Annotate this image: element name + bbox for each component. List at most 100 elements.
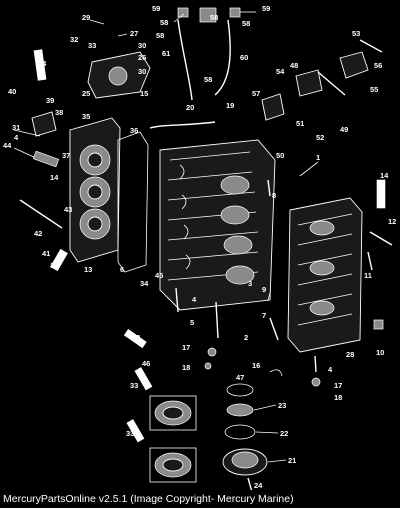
fitting-59-left[interactable]: [177, 7, 189, 18]
callout-57: 57: [252, 89, 260, 98]
clip-16[interactable]: [269, 369, 283, 377]
callout-34: 34: [140, 279, 149, 288]
clamp-58[interactable]: [199, 7, 217, 23]
callout-19: 19: [226, 101, 234, 110]
cylinder-block[interactable]: [159, 139, 276, 311]
callout-17-right: 17: [334, 381, 342, 390]
callout-20: 20: [186, 103, 194, 112]
callout-54: 54: [276, 67, 285, 76]
callout-40: 40: [8, 87, 16, 96]
sealant-33-b[interactable]: [126, 419, 145, 443]
o-ring-25[interactable]: [226, 383, 254, 397]
bolt-11[interactable]: [367, 251, 373, 271]
callout-58-b: 58: [210, 13, 218, 22]
exploded-parts-diagram: 29 27 32 33 30 26 30 25 14 40 39 38 31 4…: [3, 4, 396, 490]
callout-49: 49: [340, 125, 348, 134]
nut-17-right[interactable]: [311, 377, 321, 387]
callout-39: 39: [46, 96, 54, 105]
callout-55: 55: [370, 85, 378, 94]
crankcase-cover[interactable]: [287, 197, 363, 353]
callout-28: 28: [346, 350, 354, 359]
bolt-24[interactable]: [247, 477, 253, 490]
sensor-14-mid[interactable]: [32, 150, 60, 168]
callout-27: 27: [130, 29, 138, 38]
callout-60: 60: [240, 53, 248, 62]
callout-33-bottom: 33: [126, 429, 134, 438]
thermostat-housing[interactable]: [87, 51, 151, 99]
callout-26: 26: [138, 53, 146, 62]
seal-carrier-23[interactable]: [149, 395, 197, 431]
callout-4-right: 4: [328, 365, 333, 374]
callout-10: 10: [376, 348, 384, 357]
nut-17-left[interactable]: [207, 347, 217, 357]
callout-32: 32: [70, 35, 78, 44]
nut-18-left[interactable]: [204, 362, 212, 370]
callout-21: 21: [288, 456, 296, 465]
callout-18-right: 18: [334, 393, 342, 402]
sealant-33-c[interactable]: [123, 328, 147, 349]
hose-19[interactable]: [149, 121, 216, 129]
callout-61: 61: [162, 49, 170, 58]
sensor-42[interactable]: [19, 199, 63, 229]
seal-23[interactable]: [226, 403, 254, 417]
callout-5: 5: [190, 318, 194, 327]
callout-14-b: 14: [50, 173, 59, 182]
plug-10[interactable]: [373, 319, 384, 330]
callout-22: 22: [280, 429, 288, 438]
callout-24: 24: [254, 481, 263, 490]
callout-11: 11: [364, 271, 372, 280]
callout-46: 46: [142, 359, 150, 368]
callout-52: 52: [316, 133, 324, 142]
callout-41: 41: [42, 249, 50, 258]
seal-carrier-lower[interactable]: [149, 447, 197, 483]
fuel-pump-bracket[interactable]: [261, 69, 323, 121]
stud-7[interactable]: [269, 317, 279, 341]
seal-housing-21[interactable]: [222, 448, 268, 476]
callout-6: 6: [120, 265, 124, 274]
bracket-56[interactable]: [339, 51, 369, 79]
bolt-55[interactable]: [317, 71, 346, 96]
callout-45: 45: [155, 271, 163, 280]
callout-23: 23: [278, 401, 286, 410]
sensor-38[interactable]: [31, 111, 57, 137]
callout-25: 25: [82, 89, 90, 98]
fitting-59-right[interactable]: [229, 7, 241, 18]
callout-30-mid: 30: [138, 67, 146, 76]
callout-47: 47: [236, 373, 244, 382]
hose-60[interactable]: [214, 19, 231, 96]
pin-8[interactable]: [267, 179, 271, 197]
sensor-14-top[interactable]: [33, 49, 47, 81]
o-ring-22[interactable]: [224, 424, 256, 440]
callout-50: 50: [276, 151, 284, 160]
callout-7: 7: [262, 311, 266, 320]
callout-36: 36: [130, 126, 138, 135]
callout-53: 53: [352, 29, 360, 38]
callout-58-a: 58: [160, 18, 168, 27]
stud-5[interactable]: [215, 301, 219, 339]
callout-1: 1: [316, 153, 320, 162]
callout-4-left: 4: [14, 133, 19, 142]
callout-14-a: 14: [38, 59, 47, 68]
bottle-14-lower[interactable]: [50, 248, 68, 272]
callout-59-left: 59: [152, 4, 160, 13]
bolt-12[interactable]: [369, 231, 393, 246]
sealant-33-a[interactable]: [134, 367, 153, 391]
stud-4-right[interactable]: [314, 355, 317, 373]
callout-35: 35: [82, 112, 90, 121]
callout-14-c: 14: [50, 261, 59, 270]
cylinder-head[interactable]: [69, 117, 121, 263]
callout-31: 31: [12, 123, 20, 132]
head-gasket[interactable]: [117, 131, 149, 273]
callout-44: 44: [3, 141, 12, 150]
callout-14-d: 14: [380, 171, 389, 180]
callout-58-e: 58: [204, 75, 212, 84]
hose-61[interactable]: [177, 19, 193, 101]
sensor-14-right[interactable]: [376, 179, 386, 209]
callout-43: 43: [64, 205, 72, 214]
callout-56: 56: [374, 61, 382, 70]
sensor-lead-31[interactable]: [13, 129, 41, 137]
sensor-lead-44[interactable]: [13, 147, 37, 159]
stud-4-left[interactable]: [175, 287, 179, 313]
callout-58-c: 58: [242, 19, 250, 28]
bolt-53[interactable]: [359, 39, 383, 53]
